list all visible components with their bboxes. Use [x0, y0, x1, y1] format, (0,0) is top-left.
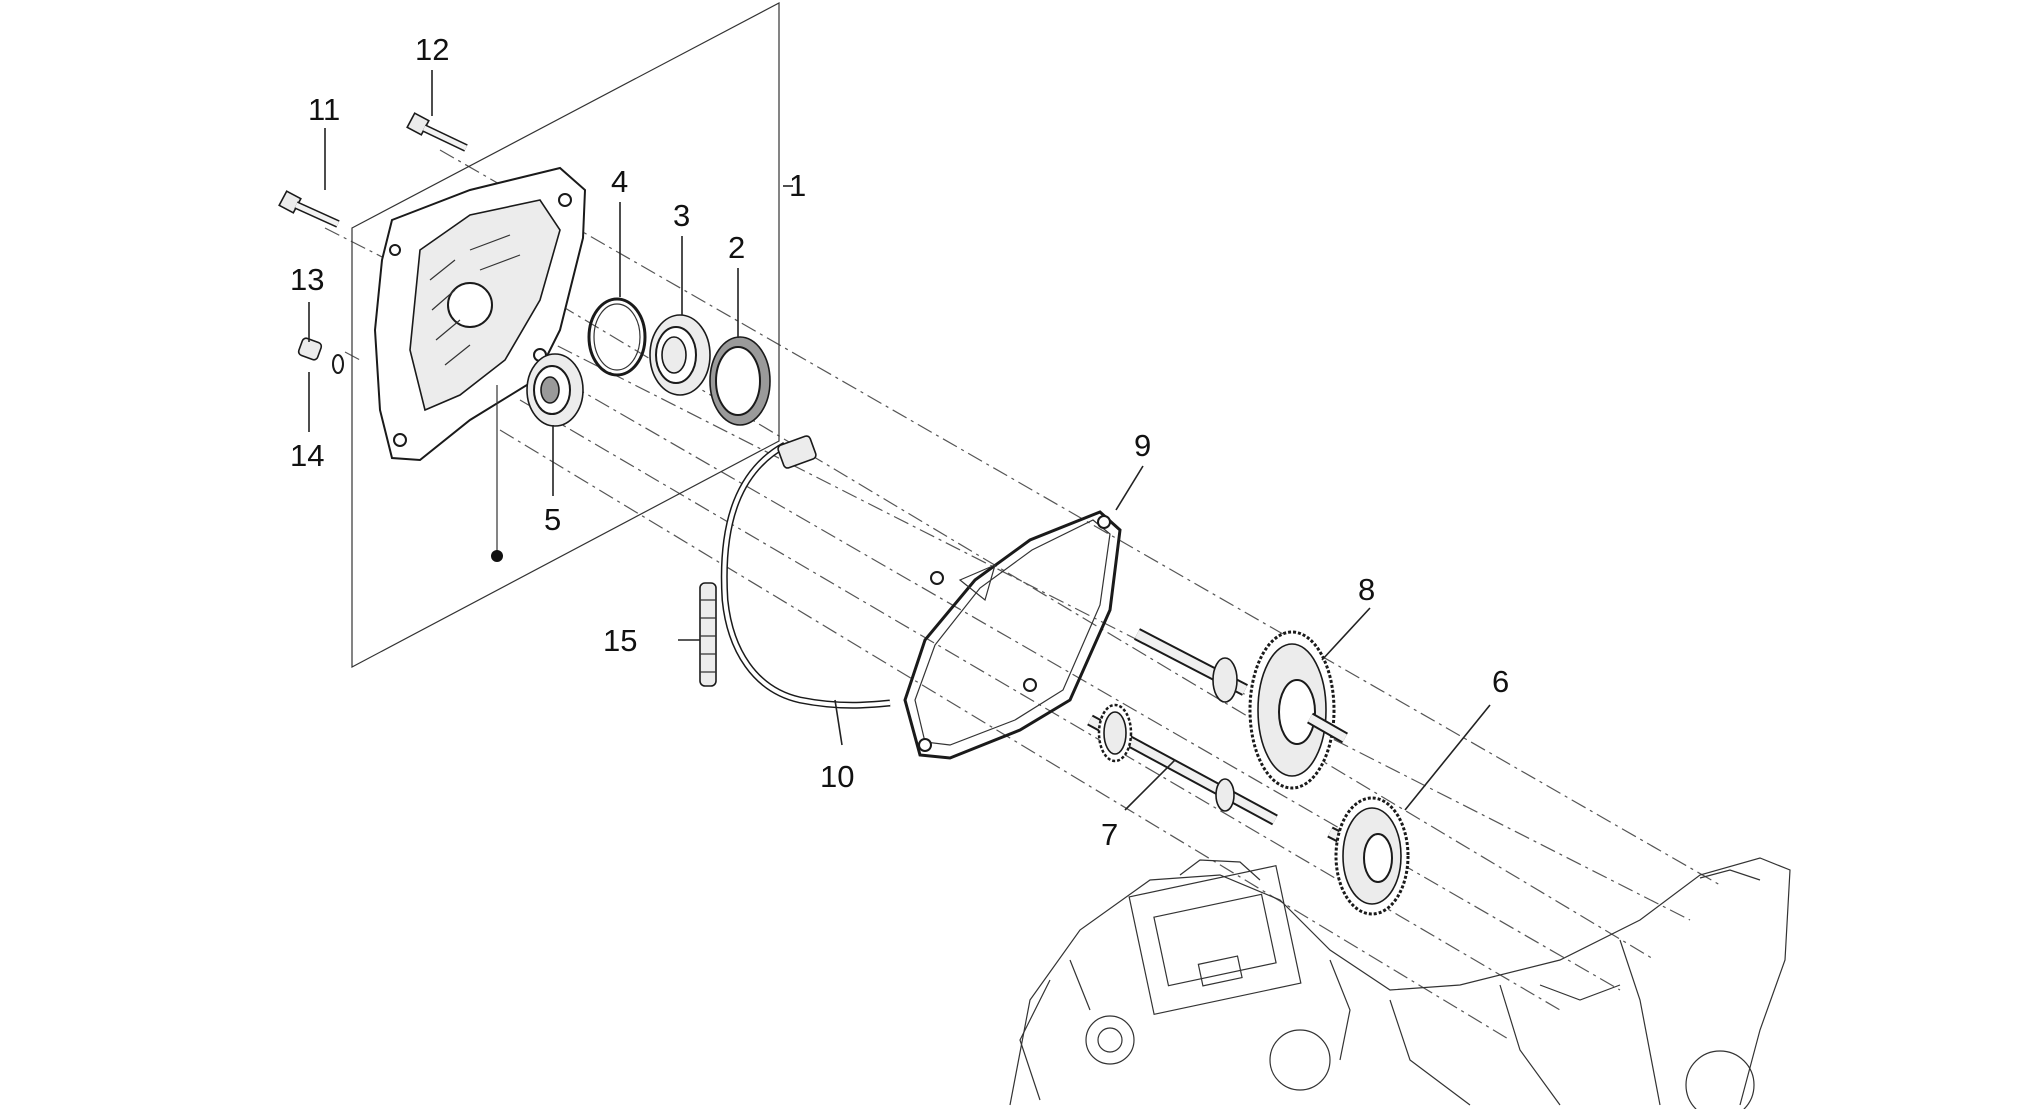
callout-5: 5	[544, 502, 561, 537]
washer-14[interactable]	[332, 354, 344, 374]
plug-13[interactable]	[297, 337, 323, 361]
oil-seal-2[interactable]	[709, 336, 771, 426]
callout-10: 10	[820, 759, 854, 794]
callout-4: 4	[611, 164, 628, 199]
dowel-pin-15[interactable]	[699, 582, 717, 687]
callout-13: 13	[290, 262, 324, 297]
kit-frame-outline	[351, 2, 780, 668]
gasket-9[interactable]	[903, 510, 1122, 760]
callout-1: 1	[789, 168, 806, 203]
callout-15: 15	[603, 623, 637, 658]
screw-12[interactable]	[406, 112, 468, 152]
leader-dot	[491, 550, 503, 562]
callout-14: 14	[290, 438, 324, 473]
callout-labels: 1 2 3 4 5 6 7 8 9 10 11 12 13 14 15	[290, 32, 1509, 852]
callout-11: 11	[308, 92, 340, 127]
bearing-3[interactable]	[649, 314, 711, 396]
screw-11[interactable]	[278, 190, 340, 228]
callout-2: 2	[728, 230, 745, 265]
output-shaft-8[interactable]	[1134, 628, 1348, 790]
circlip-4[interactable]	[587, 297, 647, 377]
driven-pinion-7[interactable]	[1087, 703, 1278, 826]
callout-7: 7	[1101, 817, 1118, 852]
callout-12: 12	[415, 32, 449, 67]
callout-3: 3	[673, 198, 690, 233]
callout-6: 6	[1492, 664, 1509, 699]
callout-8: 8	[1358, 572, 1375, 607]
callout-9: 9	[1134, 428, 1151, 463]
bearing-5[interactable]	[526, 353, 584, 427]
callout-leaders	[308, 70, 1491, 811]
breather-tube-10[interactable]	[720, 435, 891, 709]
intermediate-gear-6[interactable]	[1327, 796, 1410, 916]
engine-crankcase-background	[1009, 857, 1791, 1109]
